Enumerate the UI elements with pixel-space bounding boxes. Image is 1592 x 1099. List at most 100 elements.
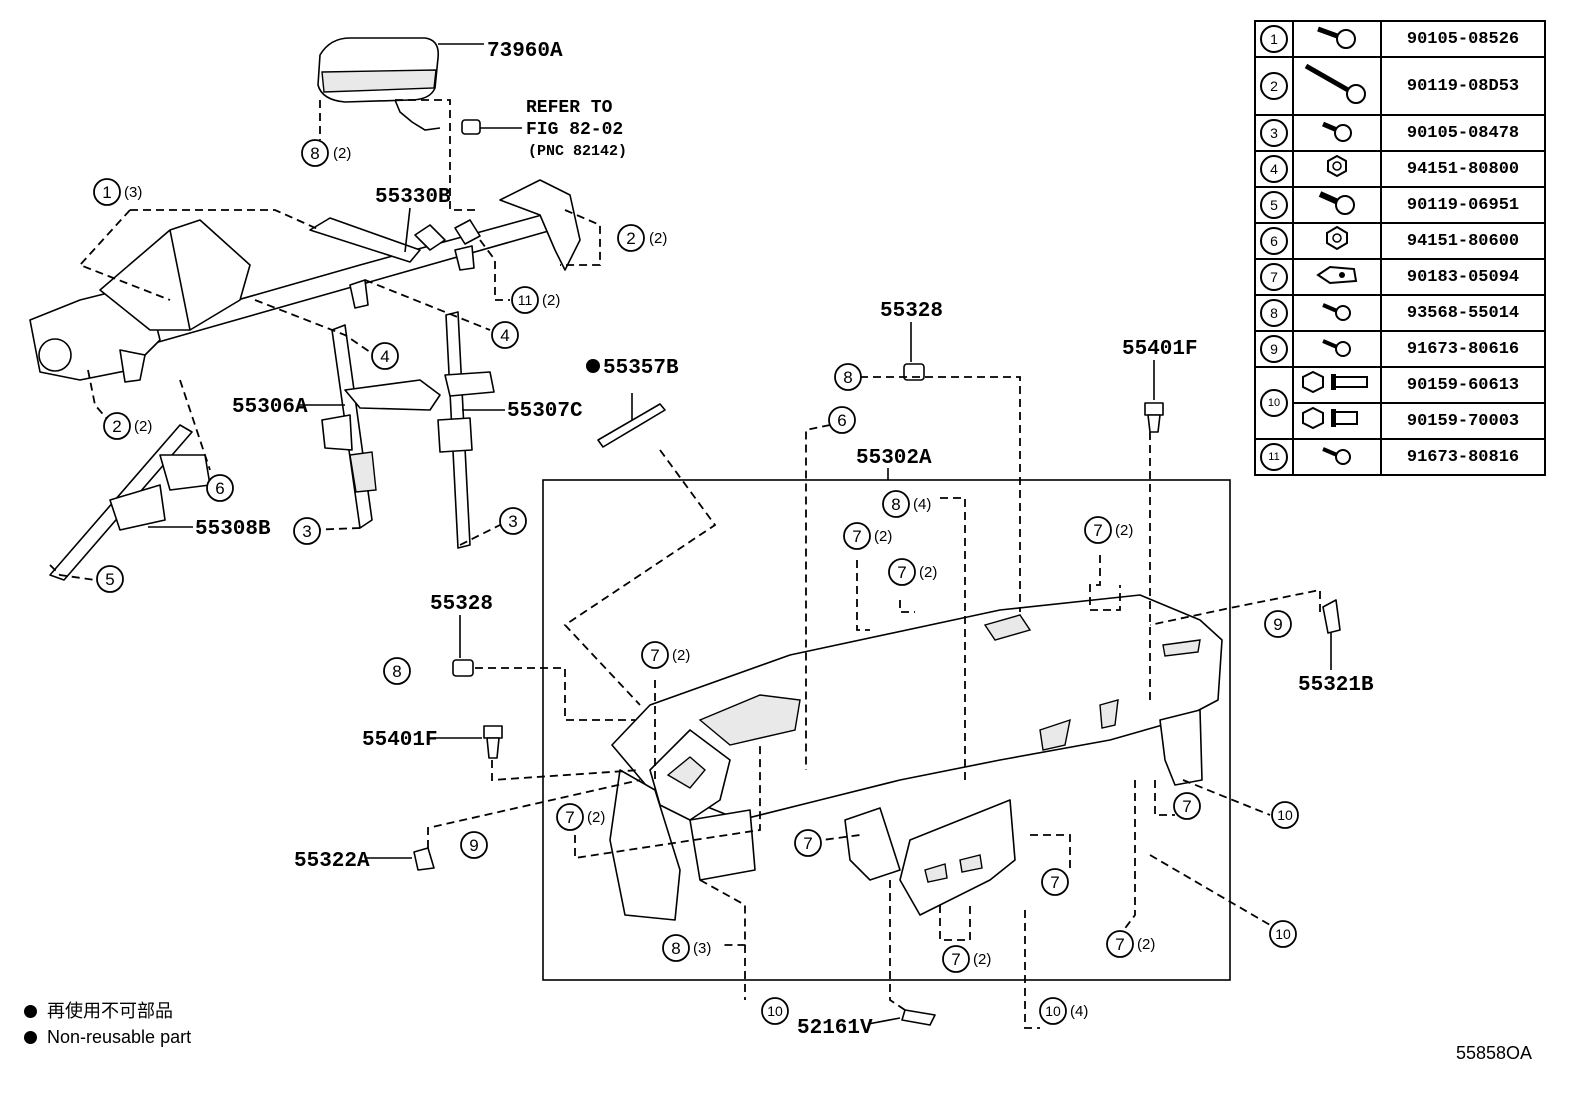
- assembly-frame: [542, 479, 1231, 981]
- airbag-assembly: [317, 37, 484, 135]
- callout-c8a: 8 (2): [301, 139, 351, 167]
- push-clip-icon: [1302, 370, 1368, 394]
- label-55306A: 55306A: [232, 396, 308, 419]
- callout-c7h: 7: [1041, 868, 1069, 896]
- legend-label-ja: 再使用不可部品: [47, 1001, 173, 1021]
- callout-c7i: 7 (2): [1106, 930, 1155, 958]
- callout-c10a: 10: [1271, 801, 1299, 829]
- svg-text:6: 6: [837, 411, 846, 430]
- part-number: 94151-80800: [1380, 150, 1546, 188]
- svg-text:7: 7: [650, 646, 659, 665]
- callout-c8d: 8 (4): [882, 490, 931, 518]
- refer-note-line2: FIG 82-02: [526, 120, 623, 140]
- svg-text:7: 7: [951, 950, 960, 969]
- callout-c9a: 9: [1264, 610, 1292, 638]
- table-row: 7 90183-05094: [1254, 258, 1546, 296]
- label-55302A: 55302A: [856, 447, 932, 470]
- brace-55306A: [321, 324, 441, 529]
- push-clip-icon: [1302, 406, 1358, 430]
- label-55328-lower: 55328: [430, 593, 493, 616]
- table-row: 4 94151-80800: [1254, 150, 1546, 188]
- svg-text:10: 10: [1045, 1003, 1061, 1019]
- screw-icon: [1322, 447, 1351, 465]
- ref-badge: 4: [1260, 155, 1288, 183]
- callout-c10c: 10: [761, 997, 789, 1025]
- part-number: 91673-80616: [1380, 330, 1546, 368]
- svg-text:(2): (2): [1137, 936, 1155, 953]
- clip-52161V: [901, 1009, 936, 1026]
- callout-c6b: 6: [828, 406, 856, 434]
- svg-text:(2): (2): [973, 951, 991, 968]
- screw-icon: [1322, 303, 1351, 321]
- label-55321B: 55321B: [1298, 674, 1374, 697]
- label-52161V: 52161V: [797, 1017, 873, 1040]
- callout-c9b: 9: [460, 831, 488, 859]
- svg-text:10: 10: [1275, 926, 1291, 942]
- flange-bolt-icon: [1322, 121, 1352, 142]
- clip-55328-upper: [903, 363, 925, 381]
- clip-55328-lower: [452, 659, 474, 677]
- svg-text:(2): (2): [542, 292, 560, 309]
- svg-text:(2): (2): [1115, 522, 1133, 539]
- svg-text:(2): (2): [672, 647, 690, 664]
- svg-text:(2): (2): [874, 528, 892, 545]
- svg-text:9: 9: [469, 836, 478, 855]
- svg-text:3: 3: [302, 522, 311, 541]
- clip-55401F-right: [1144, 402, 1164, 433]
- label-55308B: 55308B: [195, 518, 271, 541]
- ref-badge: 10: [1260, 389, 1288, 417]
- clip-nut-icon: [1316, 265, 1358, 285]
- fastener-table: 1 90105-08526 2 90119-08D53 3 90105-0847…: [1254, 20, 1546, 476]
- part-number: 90105-08478: [1380, 114, 1546, 152]
- svg-text:(2): (2): [134, 418, 152, 435]
- callout-c8e: 8 (3): [662, 934, 711, 962]
- label-55307C: 55307C: [507, 400, 583, 423]
- ref-badge: 1: [1260, 25, 1288, 53]
- svg-text:7: 7: [1115, 935, 1124, 954]
- non-reusable-dot-icon: [24, 1031, 37, 1044]
- svg-text:7: 7: [1050, 873, 1059, 892]
- instrument-panel-reinforcement: [29, 179, 581, 383]
- legend-row-ja: 再使用不可部品: [24, 998, 191, 1024]
- table-row: 90159-70003: [1255, 402, 1546, 440]
- diagram-code: 55858OA: [1456, 1043, 1533, 1063]
- callout-c8c: 8: [383, 657, 411, 685]
- part-number: 90119-06951: [1380, 186, 1546, 224]
- callout-c3a: 3: [293, 517, 321, 545]
- instrument-panel-55302A: [609, 594, 1223, 921]
- svg-text:7: 7: [565, 808, 574, 827]
- legend: 再使用不可部品 Non-reusable part: [24, 998, 191, 1050]
- brace-55308B: [49, 424, 211, 581]
- svg-text:6: 6: [215, 479, 224, 498]
- long-bolt-icon: [1304, 63, 1366, 104]
- flange-bolt-icon: [1317, 26, 1356, 49]
- label-73960A: 73960A: [487, 40, 563, 63]
- svg-text:(3): (3): [124, 184, 142, 201]
- svg-text:2: 2: [112, 417, 121, 436]
- part-number: 91673-80816: [1380, 438, 1546, 476]
- flange-bolt-icon: [1318, 191, 1355, 215]
- refer-note-line3: (PNC 82142): [528, 143, 627, 160]
- callout-c7e: 7 (2): [556, 803, 605, 831]
- svg-text:7: 7: [1093, 521, 1102, 540]
- label-55401F-left: 55401F: [362, 729, 438, 752]
- callout-c7b: 7 (2): [888, 558, 937, 586]
- table-row: 5 90119-06951: [1254, 186, 1546, 224]
- label-55330B: 55330B: [375, 186, 451, 209]
- table-row: 6 94151-80600: [1254, 222, 1546, 260]
- callout-c7a: 7 (2): [843, 522, 892, 550]
- legend-label-en: Non-reusable part: [47, 1027, 192, 1047]
- table-row: 1 90105-08526: [1254, 20, 1546, 58]
- nut-icon: [1326, 225, 1348, 251]
- svg-text:10: 10: [1277, 807, 1293, 823]
- svg-text:5: 5: [105, 570, 114, 589]
- part-number: 90183-05094: [1380, 258, 1546, 296]
- ref-badge: 8: [1260, 299, 1288, 327]
- ref-badge: 2: [1260, 72, 1288, 100]
- svg-text:8: 8: [310, 144, 319, 163]
- callout-c10b: 10: [1269, 920, 1297, 948]
- callout-c7d: 7 (2): [641, 641, 690, 669]
- screw-icon: [1322, 339, 1351, 357]
- table-row: 2 90119-08D53: [1254, 56, 1546, 116]
- callout-c7g: 7: [1173, 792, 1201, 820]
